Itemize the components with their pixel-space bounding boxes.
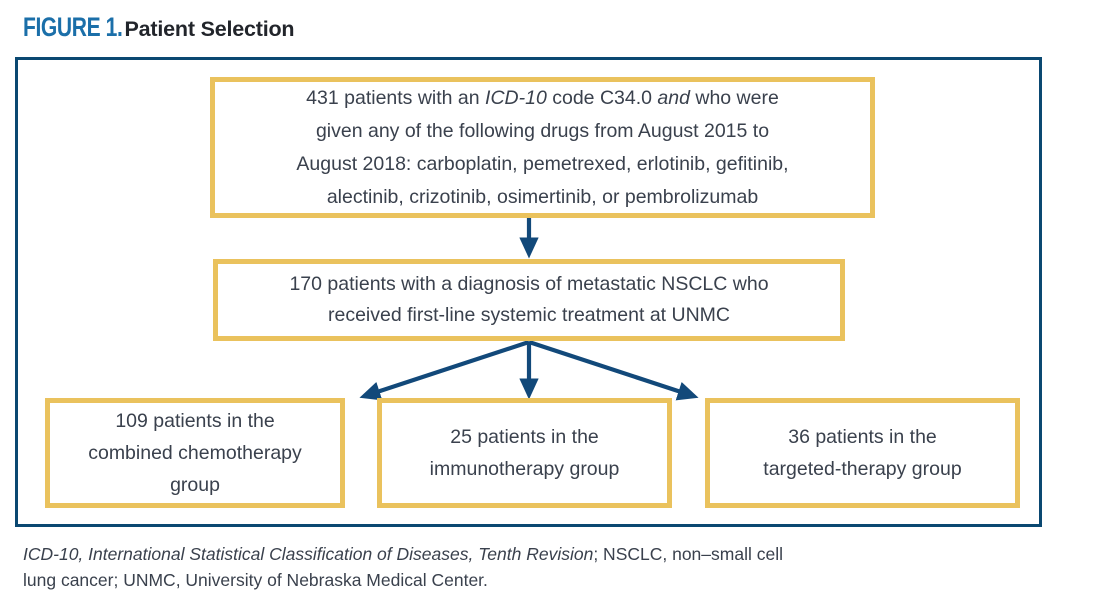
footnote-line-2: lung cancer; UNMC, University of Nebrask… bbox=[23, 570, 488, 590]
chemotherapy-line-1: 109 patients in the bbox=[115, 410, 275, 432]
immunotherapy-line-1: 25 patients in the bbox=[450, 426, 599, 448]
figure-footnote: ICD-10, International Statistical Classi… bbox=[23, 541, 1073, 593]
arrow-to-targeted-therapy-icon bbox=[528, 340, 699, 401]
diagnosis-box: 170 patients with a diagnosis of metasta… bbox=[213, 259, 845, 341]
inclusion-line-4: alectinib, crizotinib, osimertinib, or p… bbox=[326, 185, 759, 208]
targeted-therapy-group-box: 36 patients in the targeted-therapy grou… bbox=[705, 398, 1020, 508]
immunotherapy-group-box: 25 patients in the immunotherapy group bbox=[377, 398, 672, 508]
diagnosis-line-1: 170 patients with a diagnosis of metasta… bbox=[289, 273, 769, 295]
figure-label: FIGURE 1. bbox=[23, 12, 123, 42]
figure-title: Patient Selection bbox=[124, 17, 295, 41]
flowchart-container: 431 patients with an ICD-10 code C34.0 a… bbox=[15, 57, 1042, 527]
arrow-to-chemotherapy-icon bbox=[359, 340, 530, 401]
inclusion-criteria-box: 431 patients with an ICD-10 code C34.0 a… bbox=[210, 77, 875, 218]
chemotherapy-line-2: combined chemotherapy bbox=[88, 442, 302, 464]
targeted-therapy-line-2: targeted-therapy group bbox=[763, 458, 962, 480]
diagnosis-line-2: received first-line systemic treatment a… bbox=[327, 304, 731, 326]
immunotherapy-line-2: immunotherapy group bbox=[429, 458, 620, 480]
inclusion-line-3: August 2018: carboplatin, pemetrexed, er… bbox=[296, 152, 789, 175]
figure-header: FIGURE 1. Patient Selection bbox=[23, 12, 295, 43]
inclusion-line-2: given any of the following drugs from Au… bbox=[315, 119, 770, 142]
chemotherapy-line-3: group bbox=[170, 474, 220, 496]
footnote-line-1: ICD-10, International Statistical Classi… bbox=[23, 544, 783, 564]
chemotherapy-group-box: 109 patients in the combined chemotherap… bbox=[45, 398, 345, 508]
inclusion-line-1: 431 patients with an ICD-10 code C34.0 a… bbox=[306, 86, 779, 109]
targeted-therapy-line-1: 36 patients in the bbox=[788, 426, 937, 448]
